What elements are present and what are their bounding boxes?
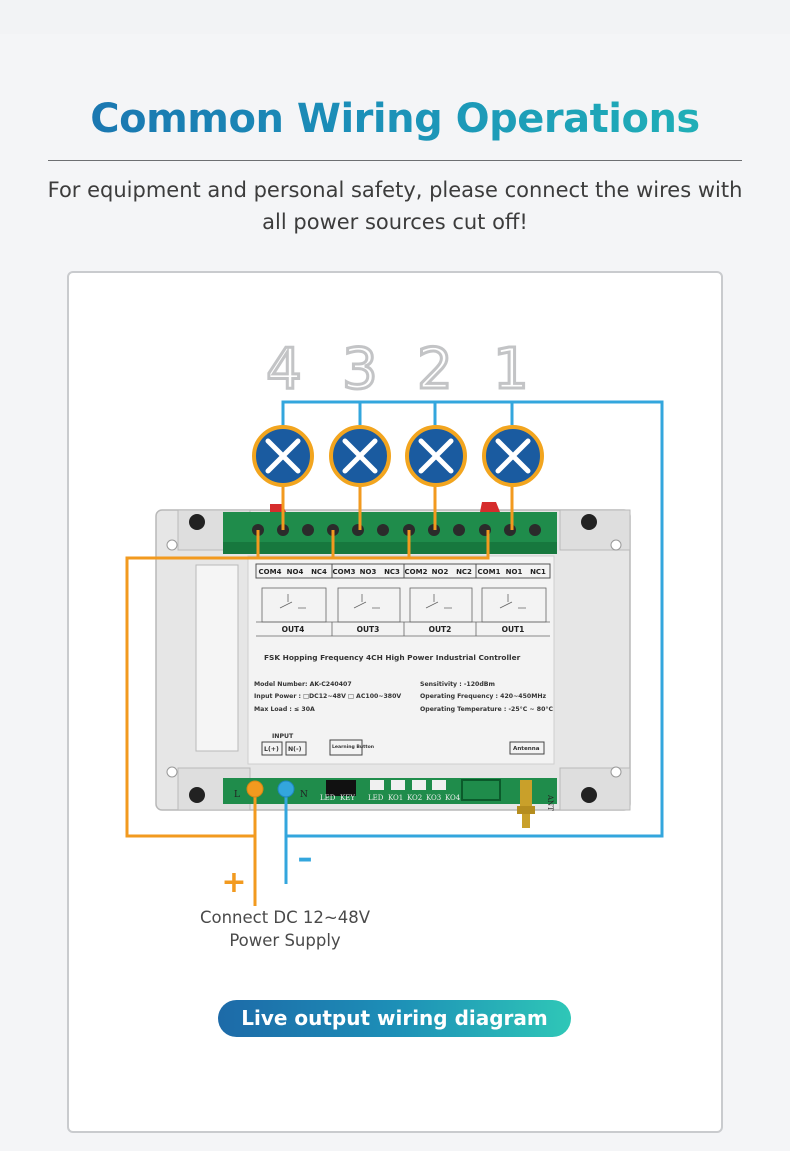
safety-notice: For equipment and personal safety, pleas… <box>40 174 750 238</box>
input-n-label: N(-) <box>288 746 302 753</box>
bottom-label-ko3: KO3 <box>426 794 441 802</box>
power-supply-label-line-2: Power Supply <box>229 931 341 950</box>
spec-frequency: Operating Frequency : 420~450MHz <box>420 693 547 700</box>
terminal-l-screw <box>246 780 264 798</box>
output-label-out4: OUT4 <box>282 625 305 634</box>
bottom-n-label: N <box>300 790 308 800</box>
title-divider <box>48 160 742 161</box>
terminal-labels: COM4 NO4 NC4 COM3 NO3 NC3 COM2 NO2 NC2 C… <box>255 563 551 579</box>
bottom-label-ko4: KO4 <box>445 794 461 802</box>
channel-number-4: 4 <box>266 337 302 402</box>
spec-temperature: Operating Temperature : -25°C ~ 80°C <box>420 705 553 713</box>
output-labels: OUT4 OUT3 OUT2 OUT1 <box>282 625 525 634</box>
safety-notice-line-2: all power sources cut off! <box>262 210 528 234</box>
power-supply-label-line-1: Connect DC 12~48V <box>199 908 371 927</box>
spec-input-power: Input Power : □DC12~48V □ AC100~380V <box>254 693 401 700</box>
spec-max-load: Max Load : ≤ 30A <box>254 706 315 713</box>
terminal-label-no3: NO3 <box>360 568 377 576</box>
bottom-label-led2: LED <box>368 794 384 802</box>
antenna-label: Antenna <box>513 746 540 752</box>
lamp-4-icon <box>252 425 314 487</box>
terminal-label-nc2: NC2 <box>456 568 472 576</box>
bottom-ant-label: ANT <box>546 794 554 811</box>
minus-sign: – <box>298 841 313 876</box>
terminal-n-screw <box>277 780 295 798</box>
relay-schematics <box>256 587 550 637</box>
channel-number-3: 3 <box>342 337 378 402</box>
safety-notice-line-1: For equipment and personal safety, pleas… <box>47 178 743 202</box>
input-label: INPUT <box>272 733 294 740</box>
bottom-label-ko2: KO2 <box>407 794 422 802</box>
antenna-connector <box>517 780 535 828</box>
top-band <box>0 0 790 34</box>
terminal-label-no4: NO4 <box>287 568 304 576</box>
terminal-label-com3: COM3 <box>333 568 356 576</box>
spec-sensitivity: Sensitivity : -120dBm <box>420 681 495 688</box>
bottom-label-key: KEY <box>340 794 355 802</box>
page-title: Common Wiring Operations <box>0 96 790 142</box>
terminal-label-nc1: NC1 <box>530 568 546 576</box>
terminal-label-com4: COM4 <box>259 568 282 576</box>
live-output-diagram-button[interactable]: Live output wiring diagram <box>218 1000 571 1037</box>
lamps <box>252 425 544 487</box>
top-screw-terminals <box>252 524 541 536</box>
board-specs: FSK Hopping Frequency 4CH High Power Ind… <box>254 653 553 756</box>
channel-numbers: 4 3 2 1 <box>265 336 531 404</box>
channel-number-1: 1 <box>493 337 529 402</box>
terminal-label-no1: NO1 <box>506 568 523 576</box>
input-l-label: L(+) <box>264 746 279 753</box>
orange-wires <box>125 484 514 906</box>
lamp-2-icon <box>405 425 467 487</box>
relay-module <box>155 502 631 811</box>
output-label-out2: OUT2 <box>429 625 452 634</box>
spec-model: Model Number: AK-C240407 <box>254 681 352 688</box>
terminal-label-nc3: NC3 <box>384 568 400 576</box>
output-label-out1: OUT1 <box>502 625 525 634</box>
bottom-labels: L N LED KEY LED KO1 KO2 KO3 KO4 ANT <box>234 790 554 811</box>
plus-sign: + <box>221 865 246 900</box>
learning-button-label: Learning Button <box>332 744 374 750</box>
terminal-label-com2: COM2 <box>405 568 428 576</box>
output-label-out3: OUT3 <box>357 625 380 634</box>
lamp-1-icon <box>482 425 544 487</box>
terminal-label-com1: COM1 <box>478 568 501 576</box>
power-supply-label: Connect DC 12~48V Power Supply <box>190 906 380 952</box>
bottom-label-ko1: KO1 <box>388 794 403 802</box>
channel-number-2: 2 <box>417 337 453 402</box>
board-heading: FSK Hopping Frequency 4CH High Power Ind… <box>264 653 521 662</box>
terminal-label-no2: NO2 <box>432 568 449 576</box>
terminal-label-nc4: NC4 <box>311 568 327 576</box>
bottom-l-label: L <box>234 790 240 800</box>
bottom-label-led1: LED <box>320 794 336 802</box>
lamp-3-icon <box>329 425 391 487</box>
